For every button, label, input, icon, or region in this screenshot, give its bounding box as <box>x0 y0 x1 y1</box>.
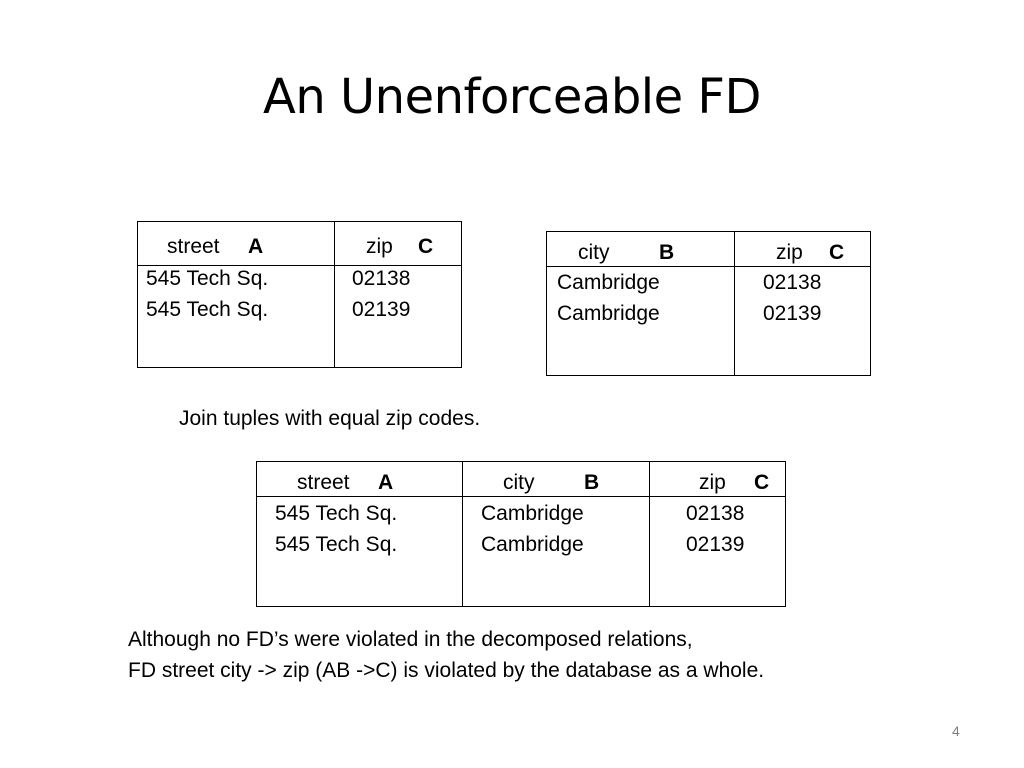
table-cell: 02138 <box>763 271 822 294</box>
column-header-letter: A <box>378 471 394 494</box>
column-header-name: city <box>578 241 610 264</box>
page-number: 4 <box>952 723 960 739</box>
column-header-name: city <box>503 471 535 494</box>
column-header-name: zip <box>366 235 393 258</box>
column-header-name: zip <box>699 471 726 494</box>
relation-city-zip: city B Cambridge Cambridge zip C 02138 0… <box>546 231 871 376</box>
column-street: street A 545 Tech Sq. 545 Tech Sq. <box>138 222 334 367</box>
column-zip: zip C 02138 02139 <box>649 462 785 606</box>
column-header-letter: C <box>418 235 434 258</box>
table-cell: 545 Tech Sq. <box>146 267 269 290</box>
column-zip: zip C 02138 02139 <box>734 232 870 375</box>
table-cell: 02139 <box>763 302 822 325</box>
table-cell: Cambridge <box>557 271 660 294</box>
column-header-name: street <box>167 235 220 258</box>
column-zip: zip C 02138 02139 <box>334 222 461 367</box>
table-cell: 02139 <box>352 298 411 321</box>
column-city: city B Cambridge Cambridge <box>462 462 650 606</box>
column-street: street A 545 Tech Sq. 545 Tech Sq. <box>257 462 462 606</box>
table-cell: 545 Tech Sq. <box>275 502 398 525</box>
table-header <box>257 462 785 497</box>
column-header-letter: A <box>248 235 264 258</box>
table-cell: 02139 <box>686 533 745 556</box>
table-cell: 545 Tech Sq. <box>146 298 269 321</box>
relation-street-city-zip: street A 545 Tech Sq. 545 Tech Sq. city … <box>256 461 786 607</box>
table-cell: Cambridge <box>557 302 660 325</box>
column-header-name: street <box>297 471 350 494</box>
table-header <box>547 232 870 267</box>
table-header <box>138 222 461 266</box>
note-line-1: Although no FD’s were violated in the de… <box>128 628 693 651</box>
column-header-letter: C <box>754 471 770 494</box>
table-cell: Cambridge <box>481 533 584 556</box>
column-header-letter: B <box>659 241 675 264</box>
column-header-letter: C <box>829 241 845 264</box>
table-cell: Cambridge <box>481 502 584 525</box>
table-cell: 545 Tech Sq. <box>275 533 398 556</box>
column-header-name: zip <box>776 241 803 264</box>
slide-title: An Unenforceable FD <box>263 69 761 125</box>
table-cell: 02138 <box>686 502 745 525</box>
table-cell: 02138 <box>352 267 411 290</box>
join-caption: Join tuples with equal zip codes. <box>179 407 481 430</box>
note-line-2: FD street city -> zip (AB ->C) is violat… <box>128 659 765 682</box>
column-header-letter: B <box>584 471 600 494</box>
column-city: city B Cambridge Cambridge <box>547 232 734 375</box>
relation-street-zip: street A 545 Tech Sq. 545 Tech Sq. zip C… <box>137 221 462 368</box>
